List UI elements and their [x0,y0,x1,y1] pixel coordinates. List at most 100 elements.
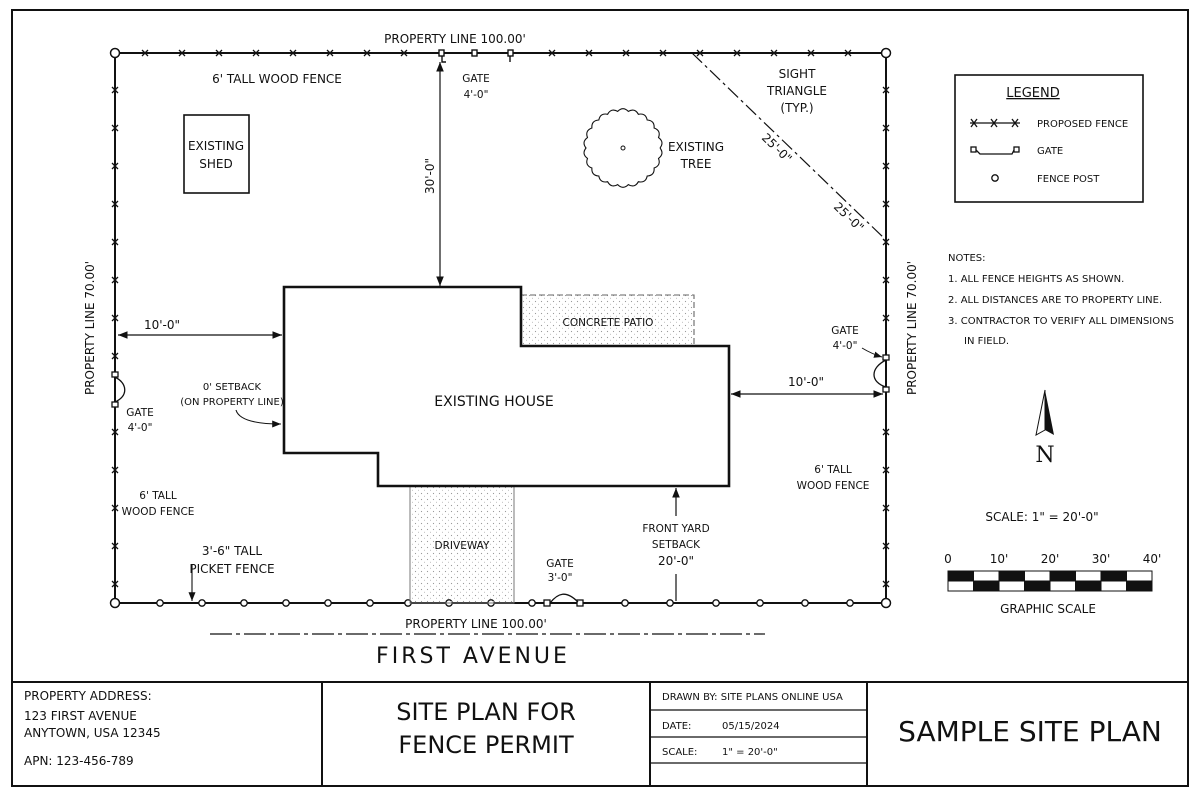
title-block-grid [321,682,868,786]
front-setback-backing [630,516,722,574]
scale-segment [998,580,1025,592]
street-name: FIRST AVENUE [376,644,570,669]
scale-segment [1100,570,1127,582]
scale-segment [973,570,1000,582]
front-setback-1: FRONT YARD [642,523,709,535]
legend-title: LEGEND [1006,86,1059,101]
sight-triangle-label-1: SIGHT [779,67,816,81]
fence-right-label-1: 6' TALL [814,464,852,476]
fence-post [756,599,764,607]
graphic-scale-bar [947,570,1153,592]
front-setback-3: 20'-0" [658,554,694,568]
title-line-1: SITE PLAN FOR [396,698,576,726]
note-2: 2. ALL DISTANCES ARE TO PROPERTY LINE. [948,295,1162,306]
house-label: EXISTING HOUSE [434,394,553,410]
fence-x-mark [882,428,890,436]
fence-x-mark [111,238,119,246]
fence-right-label-2: WOOD FENCE [797,480,870,492]
legend-item-gate: GATE [1037,146,1063,157]
address-label: PROPERTY ADDRESS: [24,689,152,703]
fence-x-mark [844,49,852,57]
fence-post [621,599,629,607]
address-line-2: ANYTOWN, USA 12345 [24,726,161,740]
fence-x-mark [770,49,778,57]
fence-post [282,599,290,607]
scale-segment [1049,570,1076,582]
dimension-right-10ft-label: 10'-0" [788,375,824,389]
sight-triangle-label-2: TRIANGLE [766,84,827,98]
setback-zero-1: 0' SETBACK [203,382,262,393]
tree-label-1: EXISTING [668,140,724,154]
note-3-cont: IN FIELD. [964,336,1009,347]
scale-tick-label: 10' [990,552,1009,566]
fence-x-mark [882,542,890,550]
fence-left-label-2: WOOD FENCE [122,506,195,518]
setback-zero-2: (ON PROPERTY LINE) [180,397,284,408]
existing-shed [183,114,250,194]
fence-x-mark [882,314,890,322]
gate-top [438,49,514,63]
driveway [409,485,515,604]
front-setback-2: SETBACK [652,539,701,551]
north-arrow-half [1035,389,1046,436]
note-3: 3. CONTRACTOR TO VERIFY ALL DIMENSIONS [948,316,1174,327]
tree-canopy-icon [583,108,663,188]
fence-x-mark [882,162,890,170]
sheet-name: SAMPLE SITE PLAN [898,715,1162,748]
legend-gate-symbol [970,146,1020,155]
fence-x-mark [585,49,593,57]
scale-caption: GRAPHIC SCALE [1000,602,1096,616]
fence-post [712,599,720,607]
fence-x-mark [111,504,119,512]
fence-post [846,599,854,607]
scale-segment [947,580,974,592]
scale-tick-label: 20' [1041,552,1060,566]
date-value: 05/15/2024 [722,721,780,732]
fence-post [156,599,164,607]
legend-item-fence: PROPOSED FENCE [1037,119,1128,130]
fence-marks [111,49,890,588]
fence-x-mark [111,580,119,588]
fence-x-mark [882,276,890,284]
gate-left-label: GATE [126,407,154,419]
fence-post [198,599,206,607]
gate-left [111,371,126,408]
gate-right [873,354,890,393]
fence-x-mark [882,504,890,512]
picket-fence-posts [156,599,854,607]
sight-dim-1: 25'-0" [759,131,795,166]
fence-x-mark [111,428,119,436]
gate-right-size: 4'-0" [833,340,858,352]
fence-x-mark [882,86,890,94]
fence-x-mark [289,49,297,57]
gate-top-size: 4'-0" [464,89,489,101]
note-1: 1. ALL FENCE HEIGHTS AS SHOWN. [948,274,1124,285]
gate-left-size: 4'-0" [128,422,153,434]
apn: APN: 123-456-789 [24,754,134,768]
sight-triangle-label-3: (TYP.) [780,101,813,115]
scale-segment [973,580,1000,592]
scale-segment [998,570,1025,582]
fence-x-mark [882,466,890,474]
gate-right-label: GATE [831,325,859,337]
drawn-by: DRAWN BY: SITE PLANS ONLINE USA [662,692,843,703]
sight-triangle-line [691,52,887,241]
fence-x-mark [111,542,119,550]
dimension-30ft-label: 30'-0" [423,158,437,194]
scale-segment [1126,570,1153,582]
fence-x-mark [111,352,119,360]
scale-value: 1" = 20'-0" [722,747,778,758]
fence-x-mark [111,162,119,170]
date-label: DATE: [662,721,691,732]
fence-x-mark [659,49,667,57]
fence-x-mark [252,49,260,57]
fence-x-mark [622,49,630,57]
legend-fence-symbol [970,118,1020,128]
scale-segment [947,570,974,582]
fence-x-mark [882,124,890,132]
notes-heading: NOTES: [948,253,986,264]
driveway-label: DRIVEWAY [435,540,490,552]
